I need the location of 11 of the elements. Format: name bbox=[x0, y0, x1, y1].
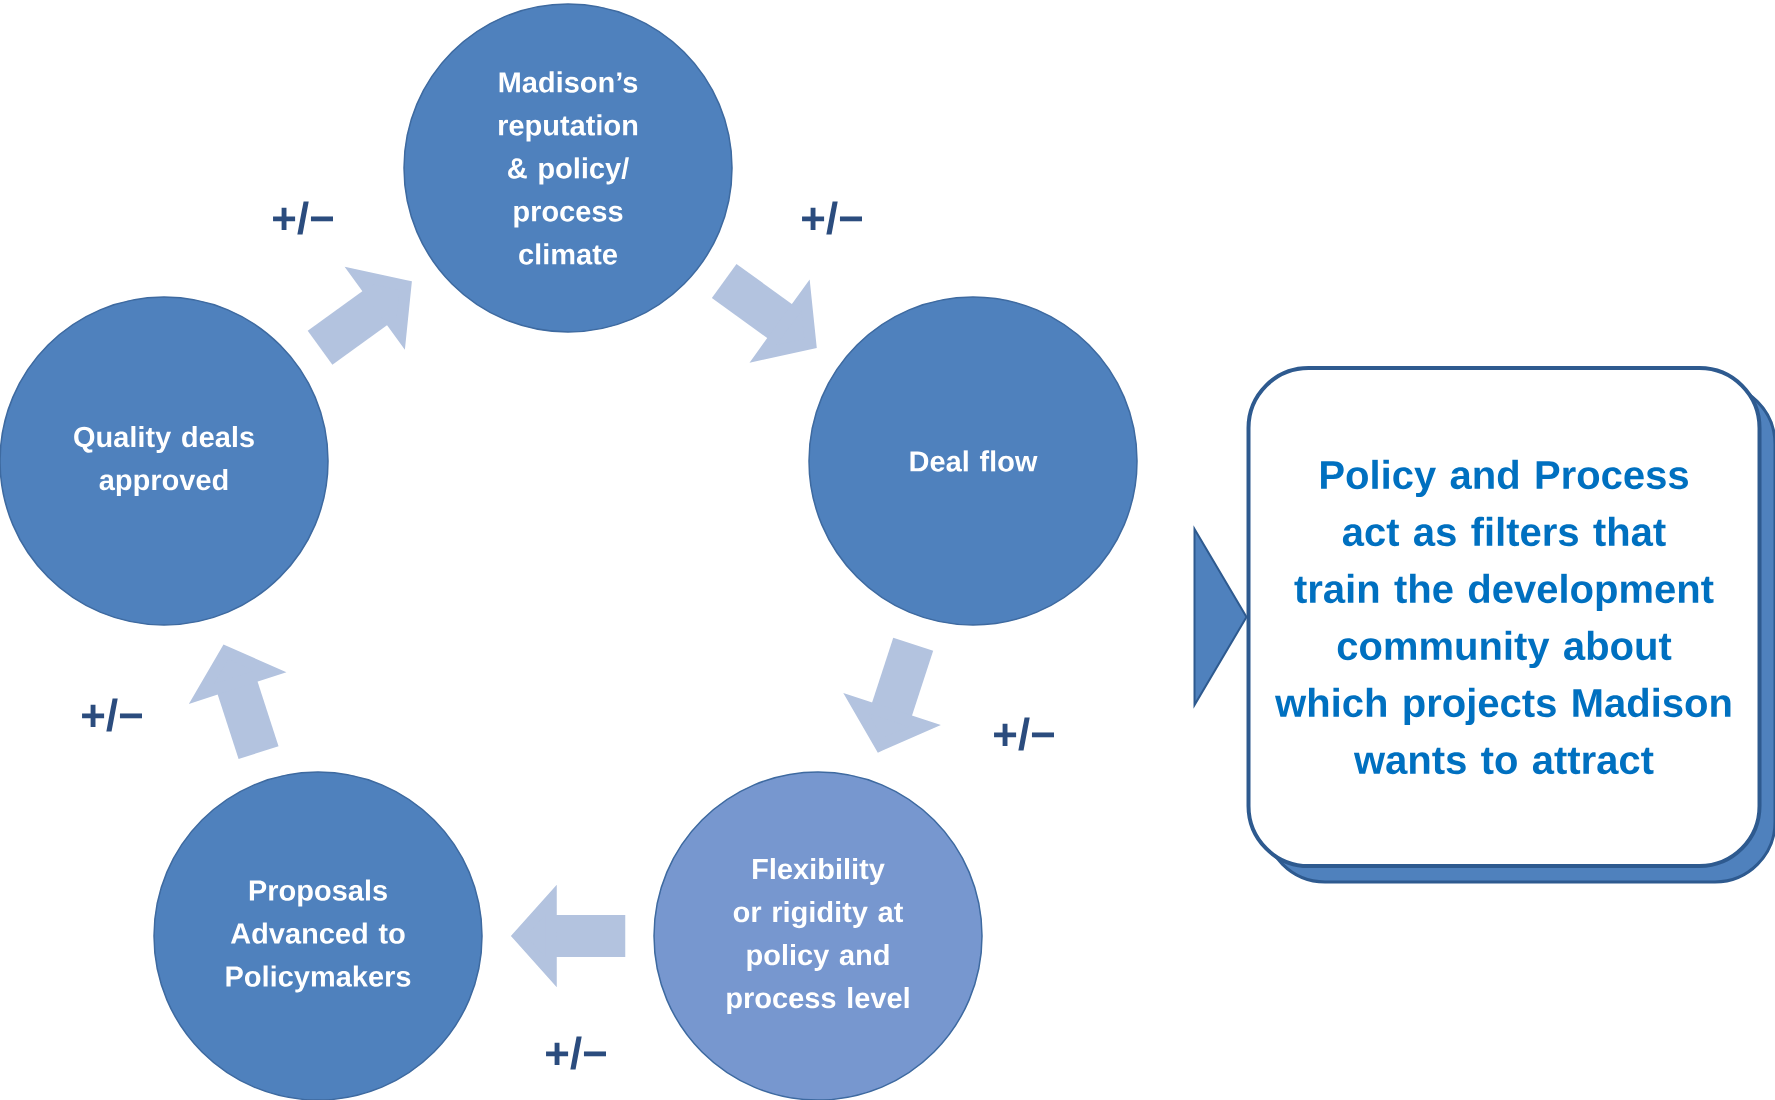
edge-label: +/− bbox=[273, 201, 333, 235]
callout-box: Policy and Process act as filters that train the development community about which projects Madison wants to attract bbox=[1246, 366, 1775, 884]
block-arrow bbox=[307, 266, 412, 365]
edge-label: +/− bbox=[802, 201, 862, 235]
edge-label: +/− bbox=[994, 717, 1054, 751]
edge-label: +/− bbox=[546, 1036, 606, 1070]
circle-node: Deal flow bbox=[808, 296, 1138, 626]
edge-label: +/− bbox=[82, 698, 142, 732]
circle-node: Flexibility or rigidity at policy and process level bbox=[653, 771, 983, 1100]
circle-node: Madison’s reputation & policy/ process climate bbox=[403, 3, 733, 333]
circle-node: Proposals Advanced to Policymakers bbox=[153, 771, 483, 1100]
